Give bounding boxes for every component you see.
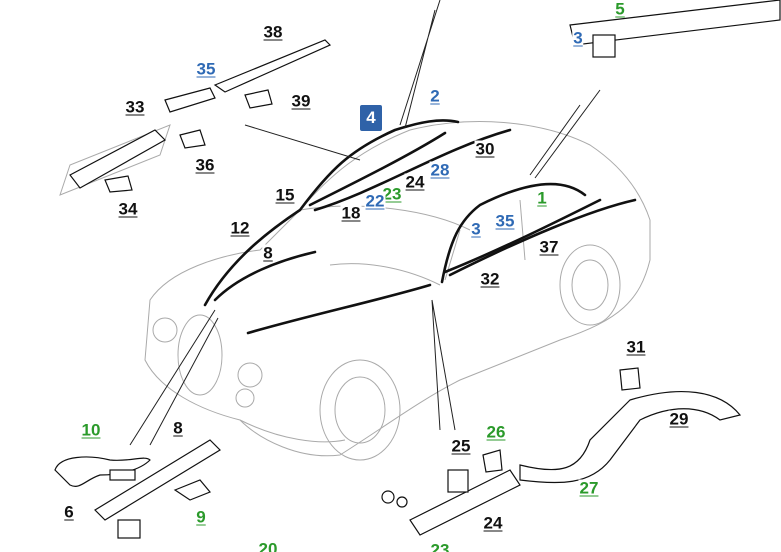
callout-3b[interactable]: 3 <box>572 28 584 48</box>
callout-22[interactable]: 22 <box>364 191 386 211</box>
callout-30[interactable]: 30 <box>474 139 496 159</box>
callout-35[interactable]: 35 <box>195 59 217 79</box>
callout-25[interactable]: 25 <box>450 436 472 456</box>
callout-33[interactable]: 33 <box>124 97 146 117</box>
callout-23b[interactable]: 23 <box>429 541 451 552</box>
trim-strips <box>203 119 637 335</box>
callout-38[interactable]: 38 <box>262 22 284 42</box>
callout-23[interactable]: 23 <box>381 184 403 204</box>
callout-8[interactable]: 8 <box>262 243 274 263</box>
callout-28[interactable]: 28 <box>429 160 451 180</box>
callout-36[interactable]: 36 <box>194 155 216 175</box>
callout-26[interactable]: 26 <box>485 422 507 442</box>
callout-31[interactable]: 31 <box>625 337 647 357</box>
callout-32[interactable]: 32 <box>479 269 501 289</box>
callout-24[interactable]: 24 <box>404 172 426 192</box>
callout-27[interactable]: 27 <box>578 478 600 498</box>
group-badge-4[interactable]: 4 <box>360 105 382 131</box>
callout-9[interactable]: 9 <box>195 507 207 527</box>
callout-20[interactable]: 20 <box>257 540 279 552</box>
callout-35b[interactable]: 35 <box>494 211 516 231</box>
callout-3[interactable]: 3 <box>470 219 482 239</box>
callout-8b[interactable]: 8 <box>172 418 184 438</box>
callout-37[interactable]: 37 <box>538 237 560 257</box>
callout-39[interactable]: 39 <box>290 91 312 111</box>
callout-6[interactable]: 6 <box>63 502 75 522</box>
callout-18[interactable]: 18 <box>340 203 362 223</box>
callout-29[interactable]: 29 <box>668 409 690 429</box>
callout-34[interactable]: 34 <box>117 199 139 219</box>
callout-12[interactable]: 12 <box>229 218 251 238</box>
leader-lines <box>129 0 601 446</box>
callout-15[interactable]: 15 <box>274 185 296 205</box>
callout-5[interactable]: 5 <box>614 0 626 19</box>
callout-10[interactable]: 10 <box>80 420 102 440</box>
callout-24b[interactable]: 24 <box>482 513 504 533</box>
callout-1[interactable]: 1 <box>536 188 548 208</box>
car-body-outline <box>59 121 651 461</box>
callout-2[interactable]: 2 <box>429 86 441 106</box>
